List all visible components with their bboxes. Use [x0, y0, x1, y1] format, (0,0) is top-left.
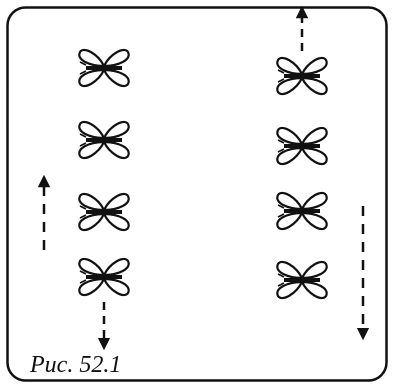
- right-column: [275, 55, 329, 301]
- butterfly-icon: [77, 256, 131, 298]
- butterfly-icon: [275, 125, 329, 167]
- butterfly-icon: [77, 191, 131, 233]
- butterfly-icon: [77, 119, 131, 161]
- figure-frame: [6, 6, 388, 382]
- figure-caption: Рис. 52.1: [30, 352, 122, 378]
- butterfly-icon: [275, 55, 329, 97]
- butterfly-icon: [275, 190, 329, 232]
- butterfly-icon: [77, 47, 131, 89]
- left-column: [77, 47, 131, 298]
- butterfly-icon: [275, 259, 329, 301]
- figure-border: [6, 6, 388, 382]
